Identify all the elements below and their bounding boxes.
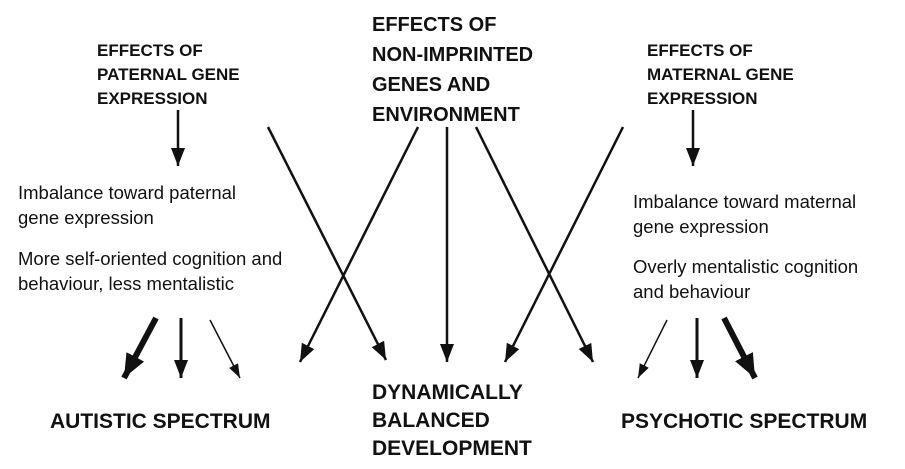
center-header-line: ENVIRONMENT <box>372 104 520 126</box>
paternal-thick-arrow <box>121 316 159 380</box>
maternal-effects-header: EFFECTS OF MATERNAL GENE EXPRESSION <box>647 39 794 111</box>
text-line: Imbalance toward paternal <box>18 182 237 203</box>
text-line: More self-oriented cognition and <box>18 248 283 269</box>
maternal-thick-arrow <box>721 316 758 380</box>
text-line: gene expression <box>633 216 769 237</box>
paternal-thin-arrow <box>209 319 241 379</box>
balanced-development-label: DYNAMICALLY BALANCED DEVELOPMENT <box>372 379 532 463</box>
paternal-header-line: EXPRESSION <box>97 89 208 108</box>
maternal-header-line: MATERNAL GENE <box>647 65 794 84</box>
balanced-line: BALANCED <box>372 409 490 432</box>
paternal-cognition-text: More self-oriented cognition and behavio… <box>18 246 282 296</box>
text-line: behaviour, less mentalistic <box>18 273 234 294</box>
paternal-imbalance-text: Imbalance toward paternal gene expressio… <box>18 180 236 230</box>
paternal-header-line: EFFECTS OF <box>97 41 203 60</box>
paternal-header-line: PATERNAL GENE <box>97 65 240 84</box>
maternal-to-balanced-arrow <box>503 126 625 363</box>
balanced-line: DEVELOPMENT <box>372 437 532 460</box>
maternal-cognition-text: Overly mentalistic cognition and behavio… <box>633 254 858 304</box>
maternal-header-line: EXPRESSION <box>647 89 758 108</box>
balanced-line: DYNAMICALLY <box>372 381 523 404</box>
maternal-header-line: EFFECTS OF <box>647 41 753 60</box>
paternal-to-balanced-arrow <box>266 126 388 361</box>
nonimprinted-to-autistic-arrow <box>298 126 420 363</box>
maternal-thin-arrow <box>637 319 668 379</box>
nonimprinted-effects-header: EFFECTS OF NON-IMPRINTED GENES AND ENVIR… <box>372 10 533 130</box>
psychotic-spectrum-label: PSYCHOTIC SPECTRUM <box>621 410 868 433</box>
center-header-line: GENES AND <box>372 74 491 96</box>
paternal-effects-header: EFFECTS OF PATERNAL GENE EXPRESSION <box>97 39 240 111</box>
text-line: Imbalance toward maternal <box>633 191 857 212</box>
nonimprinted-to-psychotic-arrow <box>474 126 595 363</box>
center-header-line: EFFECTS OF <box>372 14 497 36</box>
text-line: and behaviour <box>633 281 751 302</box>
maternal-imbalance-text: Imbalance toward maternal gene expressio… <box>633 189 856 239</box>
text-line: gene expression <box>18 207 154 228</box>
text-line: Overly mentalistic cognition <box>633 256 859 277</box>
center-header-line: NON-IMPRINTED <box>372 44 534 66</box>
autistic-spectrum-label: AUTISTIC SPECTRUM <box>50 410 271 433</box>
